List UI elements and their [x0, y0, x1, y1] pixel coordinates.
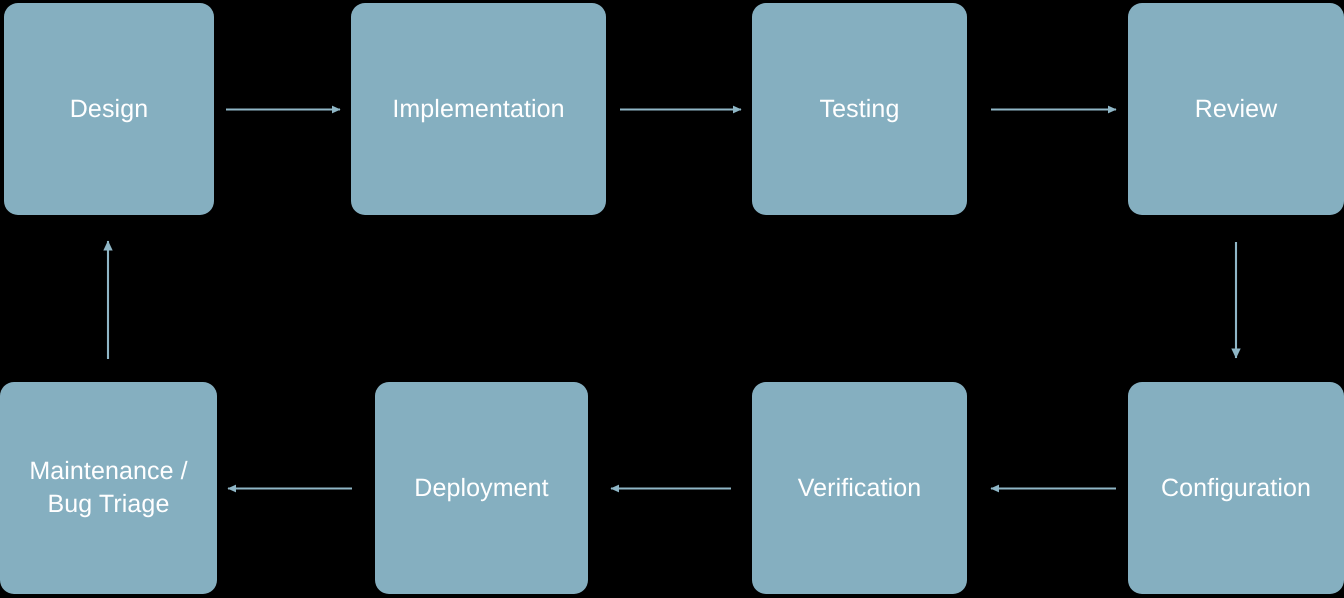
node-verification[interactable]: Verification: [752, 382, 967, 594]
node-design[interactable]: Design: [4, 3, 214, 215]
node-implementation[interactable]: Implementation: [351, 3, 606, 215]
node-review-label: Review: [1194, 94, 1278, 123]
node-review[interactable]: Review: [1128, 3, 1344, 215]
node-maintenance[interactable]: Maintenance / Bug Triage: [0, 382, 217, 594]
node-design-label: Design: [69, 94, 149, 123]
node-implementation-label: Implementation: [392, 94, 565, 123]
node-configuration[interactable]: Configuration: [1128, 382, 1344, 594]
node-testing[interactable]: Testing: [752, 3, 967, 215]
node-deployment[interactable]: Deployment: [375, 382, 588, 594]
node-verification-label: Verification: [797, 473, 922, 502]
node-maintenance-label: Maintenance / Bug Triage: [29, 457, 188, 518]
node-testing-label: Testing: [819, 94, 900, 123]
node-deployment-label: Deployment: [414, 473, 549, 502]
node-configuration-label: Configuration: [1160, 473, 1311, 502]
